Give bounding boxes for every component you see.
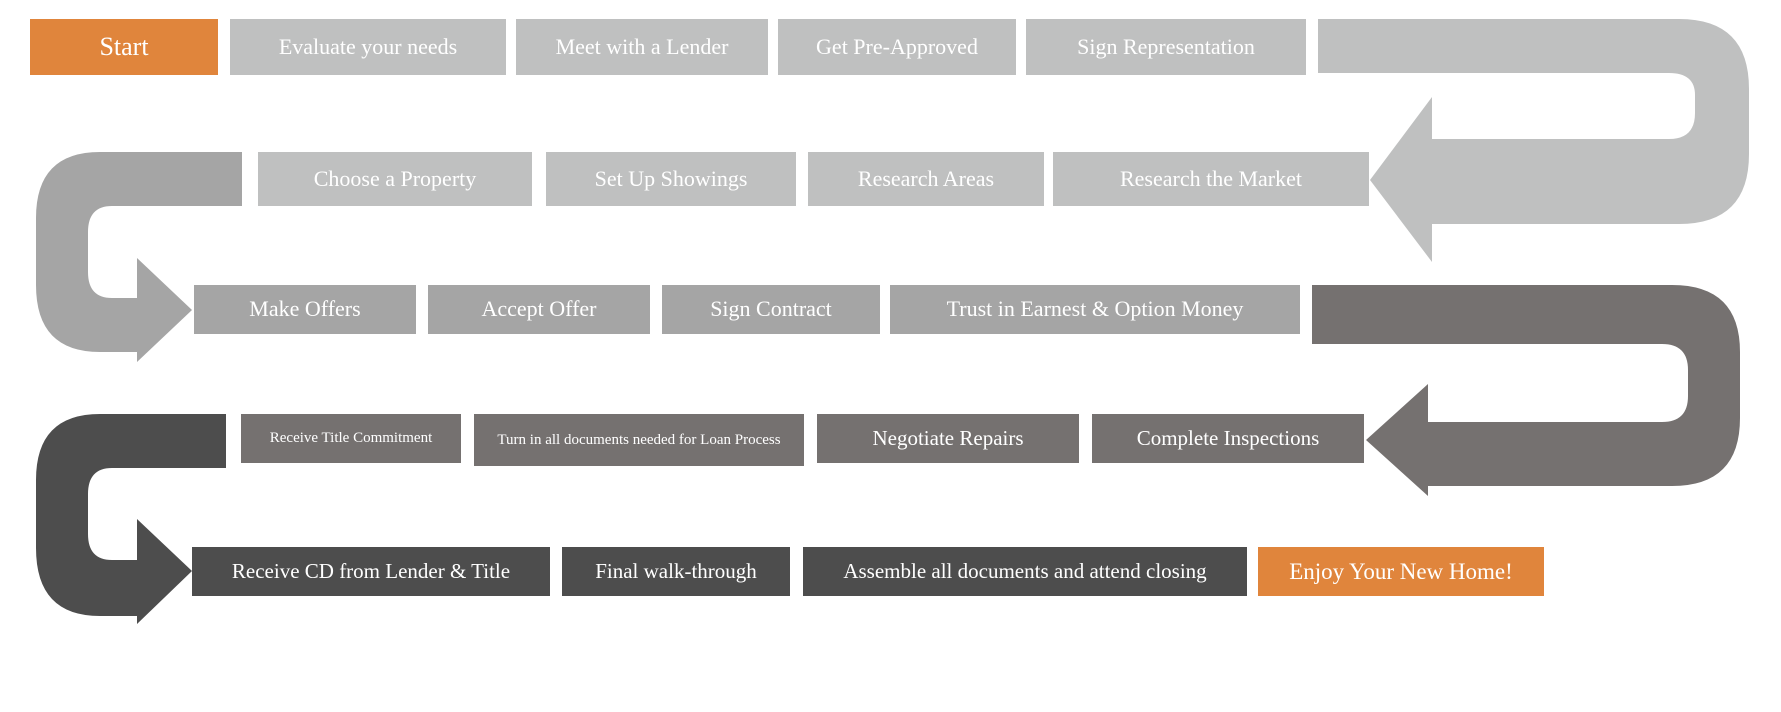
process-node-assemble-all-documents-and-attend-closing[interactable]: Assemble all documents and attend closin… — [803, 547, 1247, 596]
process-node-accept-offer[interactable]: Accept Offer — [428, 285, 650, 334]
process-node-label: Receive CD from Lender & Title — [231, 558, 511, 583]
process-node-sign-contract[interactable]: Sign Contract — [662, 285, 880, 334]
process-node-label: Research the Market — [1119, 165, 1303, 191]
process-node-start[interactable]: Start — [30, 19, 218, 75]
process-node-label: Start — [99, 32, 149, 62]
process-node-label: Accept Offer — [481, 296, 597, 322]
connector-row3-to-row4 — [1312, 285, 1740, 496]
process-node-negotiate-repairs[interactable]: Negotiate Repairs — [817, 414, 1079, 463]
process-node-label: Complete Inspections — [1136, 425, 1320, 450]
process-node-complete-inspections[interactable]: Complete Inspections — [1092, 414, 1364, 463]
process-node-label: Receive Title Commitment — [269, 430, 433, 447]
process-node-label: Assemble all documents and attend closin… — [843, 558, 1207, 583]
process-node-final-walk-through[interactable]: Final walk-through — [562, 547, 790, 596]
process-node-label: Trust in Earnest & Option Money — [946, 296, 1244, 322]
process-node-label: Sign Contract — [710, 296, 832, 322]
process-node-label: Negotiate Repairs — [872, 425, 1024, 450]
process-node-make-offers[interactable]: Make Offers — [194, 285, 416, 334]
process-node-label: Research Areas — [857, 165, 995, 191]
process-node-research-the-market[interactable]: Research the Market — [1053, 152, 1369, 206]
process-node-receive-cd-from-lender-and-title[interactable]: Receive CD from Lender & Title — [192, 547, 550, 596]
process-node-evaluate-your-needs[interactable]: Evaluate your needs — [230, 19, 506, 75]
process-node-label: Choose a Property — [313, 165, 477, 191]
process-node-meet-with-a-lender[interactable]: Meet with a Lender — [516, 19, 768, 75]
process-node-research-areas[interactable]: Research Areas — [808, 152, 1044, 206]
process-node-label: Meet with a Lender — [555, 33, 729, 59]
process-node-receive-title-commitment[interactable]: Receive Title Commitment — [241, 414, 461, 463]
process-node-get-pre-approved[interactable]: Get Pre-Approved — [778, 19, 1016, 75]
process-node-label: Enjoy Your New Home! — [1289, 558, 1513, 584]
process-node-sign-representation[interactable]: Sign Representation — [1026, 19, 1306, 75]
process-node-label: Set Up Showings — [594, 165, 748, 191]
connector-row1-to-row2 — [1318, 19, 1749, 262]
process-node-choose-a-property[interactable]: Choose a Property — [258, 152, 532, 206]
process-node-trust-in-earnest-and-option-money[interactable]: Trust in Earnest & Option Money — [890, 285, 1300, 334]
process-node-label: Final walk-through — [595, 558, 757, 583]
process-node-label: Evaluate your needs — [278, 33, 458, 59]
process-node-turn-in-all-documents-needed-for-loan-process[interactable]: Turn in all documents needed for Loan Pr… — [474, 414, 804, 466]
process-node-enjoy-your-new-home[interactable]: Enjoy Your New Home! — [1258, 547, 1544, 596]
process-node-label: Make Offers — [249, 296, 361, 322]
process-node-label: Sign Representation — [1077, 33, 1255, 59]
process-node-label: Turn in all documents needed for Loan Pr… — [497, 431, 781, 448]
process-node-label: Get Pre-Approved — [816, 33, 978, 59]
process-node-set-up-showings[interactable]: Set Up Showings — [546, 152, 796, 206]
